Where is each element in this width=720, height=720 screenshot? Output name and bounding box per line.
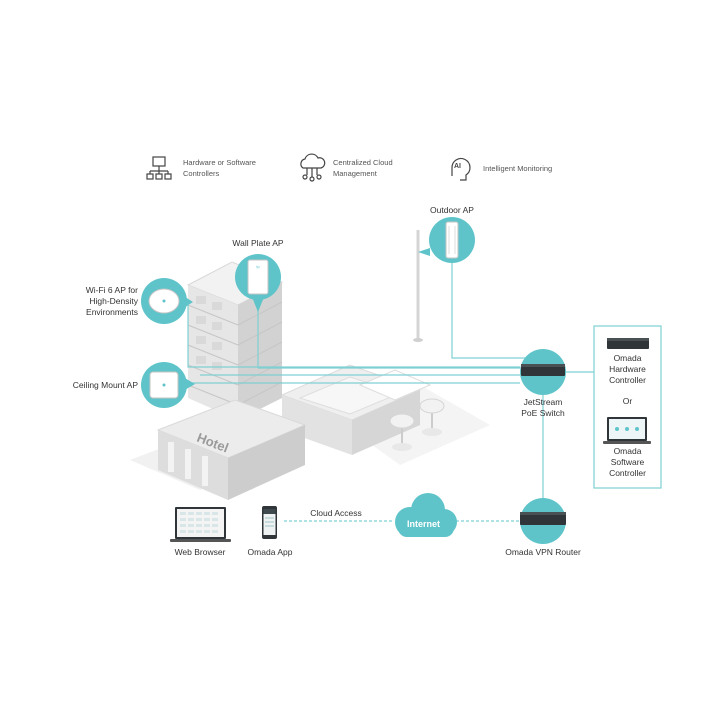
label-software-controller: Omada Software Controller	[594, 446, 661, 479]
switch-bubble	[520, 349, 566, 395]
label-line: Wi-Fi 6 AP for	[85, 285, 138, 295]
switch-device	[521, 366, 565, 376]
wall-plate-ap-bubble: tp	[235, 254, 281, 312]
feature-line: Intelligent Monitoring	[483, 164, 553, 173]
annex-front	[282, 395, 352, 455]
omada-app-phone	[262, 506, 277, 539]
umbrella-1	[419, 398, 445, 436]
feature-line: Centralized Cloud	[333, 158, 393, 167]
tower-windows	[196, 296, 222, 370]
feature-line: Controllers	[183, 169, 220, 178]
tower-floors	[187, 301, 283, 406]
label-internet: Internet	[407, 519, 441, 529]
label-cloud-access: Cloud Access	[310, 508, 362, 518]
lobby-front	[158, 430, 228, 500]
outdoor-ap-bubble	[418, 217, 475, 263]
software-controller-laptop	[603, 417, 651, 444]
internet-cloud	[395, 493, 457, 537]
label-line: Omada	[613, 446, 642, 456]
label-line: Omada	[613, 353, 642, 363]
ceiling-ap-bubble	[141, 362, 195, 408]
label-line: Software	[610, 457, 645, 467]
lobby-columns	[168, 442, 208, 486]
label-line: PoE Switch	[521, 408, 565, 418]
svg-text:AI: AI	[454, 163, 461, 170]
label-or: Or	[622, 396, 633, 406]
label-wifi6-ap: Wi-Fi 6 AP for High-Density Environments	[60, 285, 138, 318]
label-outdoor-ap: Outdoor AP	[430, 205, 474, 215]
label-line: Environments	[86, 307, 138, 317]
hardware-controller-icon	[146, 156, 172, 180]
label-line: Hardware	[609, 364, 646, 374]
label-web-browser: Web Browser	[174, 547, 226, 557]
lobby-side	[228, 425, 305, 500]
feature-line: Hardware or Software	[183, 158, 256, 167]
label-ceiling-ap: Ceiling Mount AP	[72, 380, 138, 390]
router-bubble	[520, 498, 566, 544]
label-line: Controller	[609, 375, 646, 385]
feature-intelligent-monitoring: Intelligent Monitoring	[483, 163, 552, 174]
outdoor-ap-device	[445, 221, 459, 259]
router-device	[520, 514, 566, 525]
label-line: High-Density	[89, 296, 138, 306]
tower-right-face	[238, 282, 282, 420]
annex-side	[352, 390, 420, 455]
umbrella-2	[389, 413, 415, 451]
web-browser-laptop	[170, 507, 231, 542]
svg-text:tp: tp	[256, 264, 260, 269]
cloud-management-icon	[300, 153, 326, 182]
feature-line: Management	[333, 169, 377, 178]
label-poe-switch: JetStream PoE Switch	[508, 397, 578, 419]
label-hardware-controller: Omada Hardware Controller	[594, 353, 661, 386]
hardware-controller-device	[607, 338, 649, 349]
label-line: JetStream	[523, 397, 563, 407]
ai-monitoring-icon: AI	[451, 157, 471, 181]
wall-plate-ap-device	[247, 259, 269, 295]
feature-hardware-controllers: Hardware or Software Controllers	[183, 157, 256, 179]
wifi6-ap-bubble	[141, 278, 193, 324]
feature-cloud-management: Centralized Cloud Management	[333, 157, 393, 179]
label-omada-app: Omada App	[247, 547, 293, 557]
label-line: Controller	[609, 468, 646, 478]
label-vpn-router: Omada VPN Router	[505, 547, 581, 557]
controller-box	[593, 325, 662, 489]
label-wall-plate-ap: Wall Plate AP	[232, 238, 284, 248]
